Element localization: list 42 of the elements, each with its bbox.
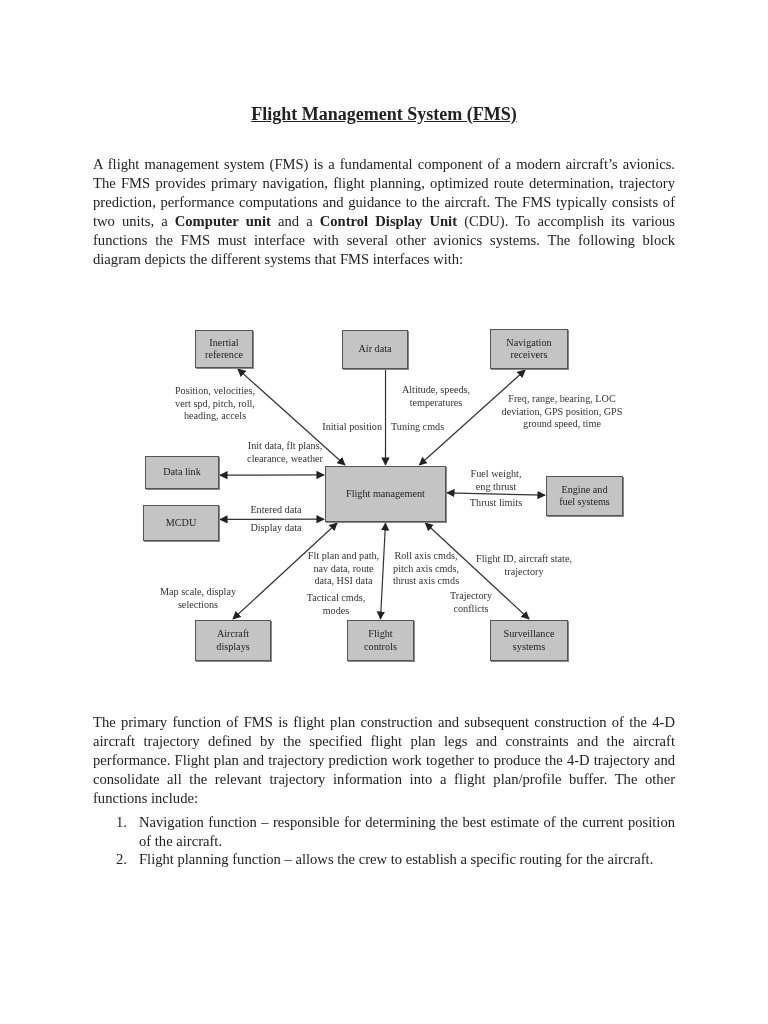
data-flow-label: Altitude, speeds, temperatures xyxy=(400,384,472,409)
system-box: Flight controls xyxy=(347,620,414,661)
data-flow-label: Position, velocities, vert spd, pitch, roll, heading, accels xyxy=(173,385,257,423)
data-flow-label: Display data xyxy=(249,522,303,535)
data-flow-label: Trajectory conflicts xyxy=(448,590,494,615)
arrow xyxy=(219,515,325,524)
system-box: Engine and fuel systems xyxy=(546,476,623,516)
arrow xyxy=(237,368,346,466)
paragraph: A flight management system (FMS) is a fundamental component of a modern aircraft’s avionics. The FMS provides primary navigation, flight planning, optimized route determination, trajectory prediction, performance computations and guidance to the aircraft. The FMS typically consists of two units, a Computer unit and a Control Display Unit (CDU). To accomplish its various functions the FMS must interface with several other avionics systems. The following block diagram depicts the different systems that FMS interfaces with: xyxy=(93,155,675,269)
list-item: Flight planning function – allows the crew to establish a specific routing for the aircraft. xyxy=(139,850,655,869)
data-flow-label: Init data, flt plans, clearance, weather xyxy=(246,440,324,465)
page-title: Flight Management System (FMS) xyxy=(250,104,518,125)
list-number: 2. xyxy=(116,850,128,869)
data-flow-label: Flt plan and path, nav data, route data, HSI data xyxy=(306,550,381,588)
system-box: Surveillance systems xyxy=(490,620,568,661)
arrow xyxy=(376,522,390,620)
paragraph: The primary function of FMS is flight plan construction and subsequent construction of the 4-D aircraft trajectory defined by the specified flight plan legs and constraints and the aircraft performance. Flight plan and trajectory prediction work together to produce the 4-D trajectory and consolidate all the relevant trajectory information into a flight plan/profile buffer. The other functions include: xyxy=(93,713,675,808)
arrow xyxy=(418,369,526,466)
data-flow-label: Fuel weight, eng thrust xyxy=(469,468,523,493)
data-flow-label: Tactical cmds, modes xyxy=(305,592,367,617)
arrow xyxy=(219,470,325,480)
system-box: MCDU xyxy=(143,505,219,541)
system-box: Inertial reference xyxy=(195,330,253,368)
system-box: Aircraft displays xyxy=(195,620,271,661)
system-box: Navigation receivers xyxy=(490,329,568,369)
data-flow-label: Thrust limits xyxy=(468,497,524,510)
list-item: Navigation function – responsible for determining the best estimate of the current position of the aircraft. xyxy=(139,813,675,851)
data-flow-label: Flight ID, aircraft state, trajectory xyxy=(475,553,573,578)
arrow xyxy=(232,522,338,620)
list-number: 1. xyxy=(116,813,128,832)
data-flow-label: Roll axis cmds, pitch axis cmds, thrust axis cmds xyxy=(391,550,461,588)
arrow xyxy=(381,369,390,466)
data-flow-label: Freq, range, bearing, LOC deviation, GPS position, GPS ground speed, time xyxy=(501,393,623,431)
system-box: Flight management xyxy=(325,466,446,522)
data-flow-label: Initial position xyxy=(321,421,382,434)
arrow xyxy=(424,522,530,620)
data-flow-label: Map scale, display selections xyxy=(158,586,238,611)
system-box: Air data xyxy=(342,330,408,369)
data-flow-label: Entered data xyxy=(249,504,303,517)
arrow xyxy=(446,488,546,500)
system-box: Data link xyxy=(145,456,219,489)
data-flow-label: Tuning cmds xyxy=(391,421,446,434)
